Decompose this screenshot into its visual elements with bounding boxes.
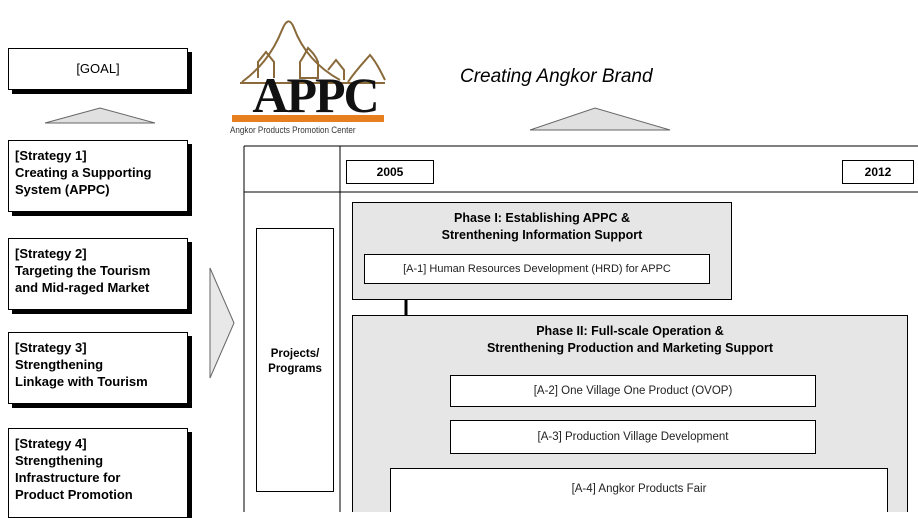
phase-1-title-line2: Strenthening Information Support xyxy=(441,228,643,242)
brand-triangle xyxy=(529,107,671,131)
strategy-3-line2: Strengthening xyxy=(15,357,104,372)
strategy-4-line4: Product Promotion xyxy=(15,487,133,502)
strategy-1-box: [Strategy 1] Creating a Supporting Syste… xyxy=(8,140,188,212)
strategy-1-line1: [Strategy 1] xyxy=(15,148,87,163)
phase-1-title-line1: Phase I: Establishing APPC & xyxy=(454,211,630,225)
strategy-4-line1: [Strategy 4] xyxy=(15,436,87,451)
start-year: 2005 xyxy=(346,160,434,184)
end-year: 2012 xyxy=(842,160,914,184)
goal-box: [GOAL] xyxy=(8,48,188,90)
goal-label: [GOAL] xyxy=(76,61,120,76)
logo-orange-bar xyxy=(232,115,384,122)
strategy-arrow-chevron xyxy=(209,267,235,379)
strategy-3-line3: Linkage with Tourism xyxy=(15,374,148,389)
projects-programs-line1: Projects/ xyxy=(270,348,320,360)
logo-letters: APPC xyxy=(252,67,379,123)
strategy-3-line1: [Strategy 3] xyxy=(15,340,87,355)
strategy-2-line2: Targeting the Tourism xyxy=(15,263,151,278)
project-a3: [A-3] Production Village Development xyxy=(450,420,816,454)
strategy-3-box: [Strategy 3] Strengthening Linkage with … xyxy=(8,332,188,404)
brand-title: Creating Angkor Brand xyxy=(460,66,653,87)
project-a1: [A-1] Human Resources Development (HRD) … xyxy=(364,254,710,284)
strategy-2-line1: [Strategy 2] xyxy=(15,246,87,261)
logo-caption: Angkor Products Promotion Center xyxy=(230,125,356,135)
timeline-grid xyxy=(243,145,918,512)
project-a4: [A-4] Angkor Products Fair xyxy=(390,468,888,512)
strategy-1-line3: System (APPC) xyxy=(15,182,110,197)
phase-1-title: Phase I: Establishing APPC & Strenthenin… xyxy=(353,210,731,244)
logo-temple-drawing xyxy=(240,20,386,84)
projects-programs-box: Projects/ Programs xyxy=(256,228,334,492)
strategy-2-box: [Strategy 2] Targeting the Tourism and M… xyxy=(8,238,188,310)
strategy-1-line2: Creating a Supporting xyxy=(15,165,152,180)
strategy-2-line3: and Mid-raged Market xyxy=(15,280,150,295)
phase-2-title-line1: Phase II: Full-scale Operation & xyxy=(536,324,724,338)
strategy-4-box: [Strategy 4] Strengthening Infrastructur… xyxy=(8,428,188,518)
phase-2-title: Phase II: Full-scale Operation & Strenth… xyxy=(353,323,907,357)
strategy-4-line2: Strengthening xyxy=(15,453,104,468)
goal-triangle xyxy=(44,107,156,124)
phase-2-title-line2: Strenthening Production and Marketing Su… xyxy=(486,341,774,355)
phase-1-box: Phase I: Establishing APPC & Strenthenin… xyxy=(352,202,732,300)
project-a2: [A-2] One Village One Product (OVOP) xyxy=(450,375,816,407)
strategy-4-line3: Infrastructure for xyxy=(15,470,121,485)
projects-programs-line2: Programs xyxy=(268,363,322,375)
